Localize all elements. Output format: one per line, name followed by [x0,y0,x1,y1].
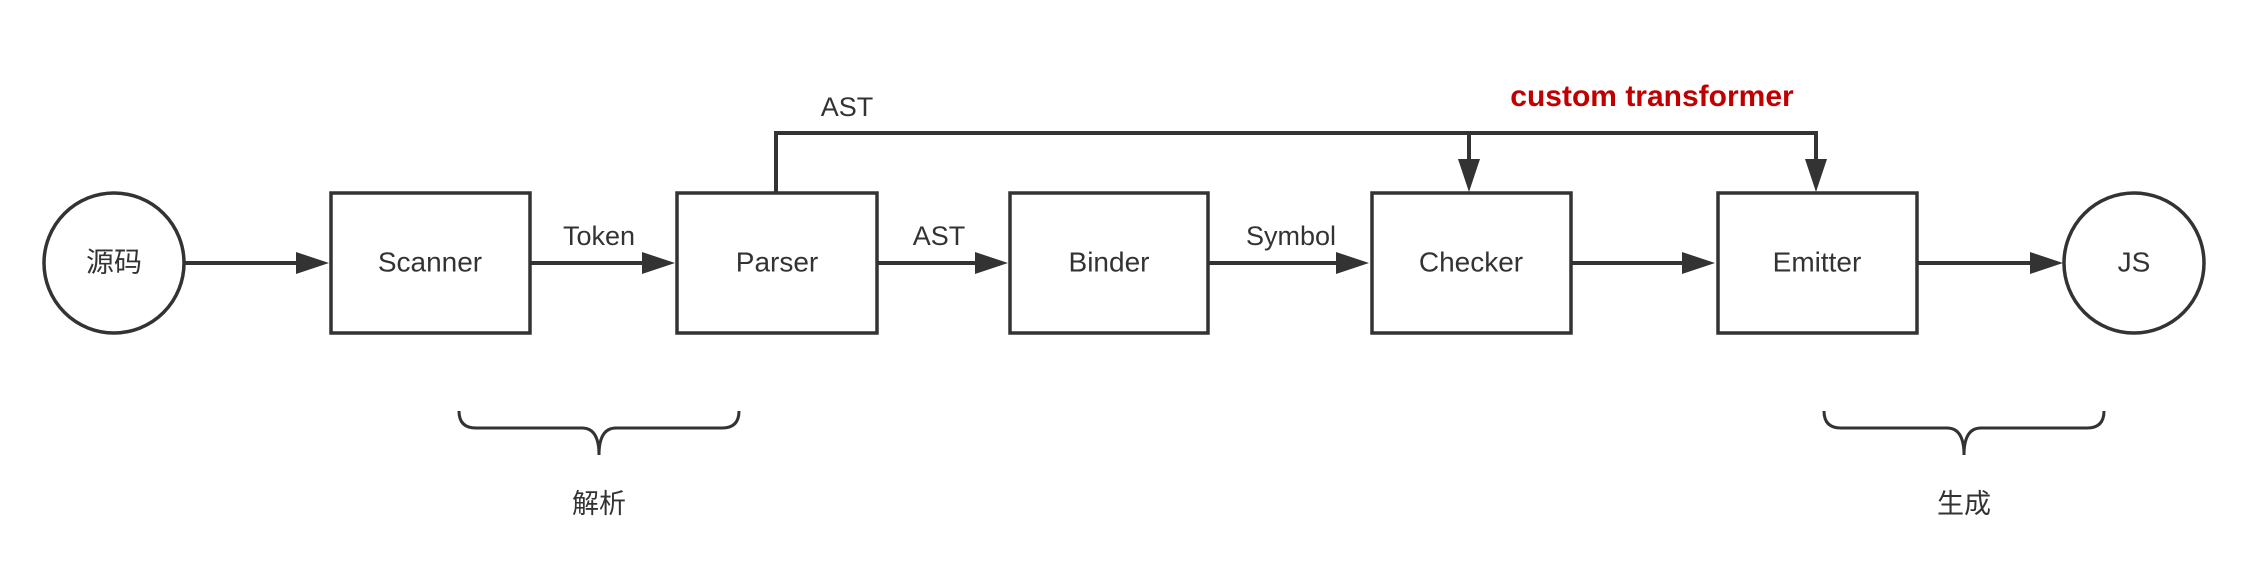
group-label-generate: 生成 [1937,489,1991,520]
edge-scanner-to-parser-arrowhead [642,252,675,274]
brace-generate [1822,410,2106,456]
edge-label-symbol: Symbol [1246,221,1336,251]
brace-parse [457,410,741,456]
edge-checker-to-emitter-arrowhead [1682,252,1715,274]
node-scanner: Scanner [329,191,532,335]
node-emitter-label: Emitter [1773,246,1862,277]
custom-transformer-note: custom transformer [1510,80,1794,113]
node-checker-label: Checker [1419,246,1523,277]
edge-emitter-to-output-arrowhead [2030,252,2063,274]
node-binder: Binder [1008,191,1210,335]
group-label-parse: 解析 [572,489,626,520]
edge-parser-to-binder-arrowhead [975,252,1008,274]
node-output: JS [2062,191,2206,335]
edge-bypass-to-checker-arrowhead [1458,159,1480,192]
connectors [184,131,2063,274]
node-source: 源码 [42,191,186,335]
edge-label-ast: AST [913,221,966,251]
node-parser-label: Parser [736,246,818,277]
node-scanner-label: Scanner [378,246,482,277]
edge-label-ast-bypass: AST [821,92,874,122]
node-output-label: JS [2118,246,2151,277]
node-source-label: 源码 [86,246,142,277]
node-checker: Checker [1370,191,1573,335]
edge-bypass-to-emitter-arrowhead [1805,159,1827,192]
node-parser: Parser [675,191,879,335]
edge-label-token: Token [563,221,635,251]
node-emitter: Emitter [1716,191,1919,335]
edge-parser-ast-bypass [774,131,1818,193]
node-binder-label: Binder [1069,246,1150,277]
edge-binder-to-checker-arrowhead [1336,252,1369,274]
edge-source-to-scanner-arrowhead [296,252,329,274]
